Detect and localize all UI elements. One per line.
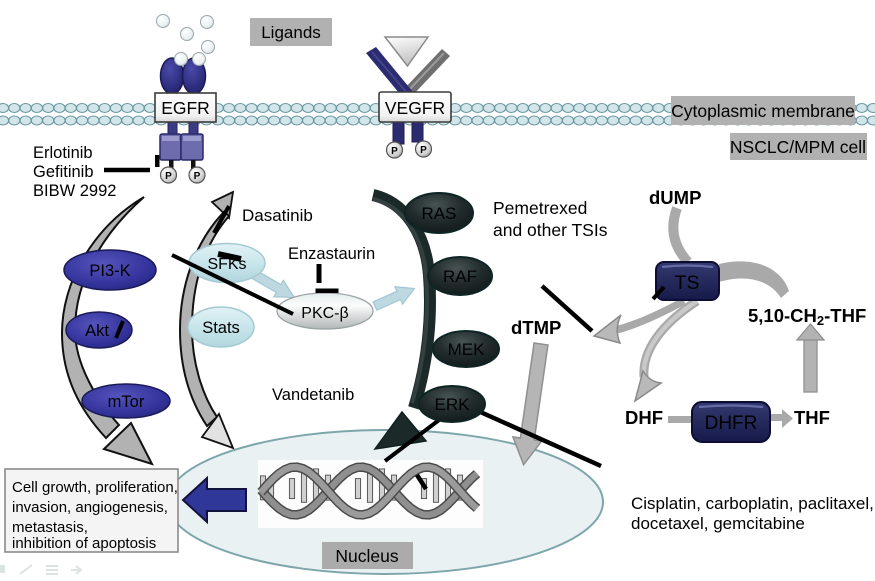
svg-text:inhibition of apoptosis: inhibition of apoptosis <box>12 535 156 552</box>
svg-text:Nucleus: Nucleus <box>335 546 398 566</box>
svg-text:RAF: RAF <box>443 267 477 286</box>
svg-text:TS: TS <box>675 272 700 294</box>
svg-text:NSCLC/MPM cell: NSCLC/MPM cell <box>730 137 866 157</box>
svg-text:docetaxel, gemcitabine: docetaxel, gemcitabine <box>631 514 805 533</box>
svg-text:Stats: Stats <box>202 319 240 337</box>
svg-text:PI3-K: PI3-K <box>89 262 130 280</box>
svg-text:EGFR: EGFR <box>161 98 210 118</box>
svg-text:ERK: ERK <box>435 395 471 414</box>
svg-text:Cisplatin, carboplatin, paclit: Cisplatin, carboplatin, paclitaxel, <box>631 494 874 513</box>
svg-text:RAS: RAS <box>422 204 457 223</box>
svg-text:VEGFR: VEGFR <box>385 98 445 118</box>
svg-text:invasion, angiogenesis,: invasion, angiogenesis, <box>12 499 168 516</box>
svg-text:Ligands: Ligands <box>261 23 321 42</box>
svg-text:dTMP: dTMP <box>511 317 561 338</box>
svg-text:Dasatinib: Dasatinib <box>242 206 313 225</box>
svg-text:dUMP: dUMP <box>649 187 701 208</box>
svg-text:P: P <box>194 171 201 182</box>
svg-text:DHFR: DHFR <box>705 413 758 434</box>
svg-text:P: P <box>165 171 172 182</box>
svg-text:MEK: MEK <box>448 340 486 359</box>
svg-text:Vandetanib: Vandetanib <box>272 386 354 404</box>
svg-text:P: P <box>391 146 398 157</box>
svg-text:Cell growth, proliferation,: Cell growth, proliferation, <box>12 479 178 496</box>
svg-text:Akt: Akt <box>85 322 109 340</box>
svg-text:BIBW 2992: BIBW 2992 <box>33 182 116 200</box>
svg-text:DHF: DHF <box>625 407 663 428</box>
svg-text:mTor: mTor <box>108 393 145 411</box>
svg-text:Cytoplasmic membrane: Cytoplasmic membrane <box>671 101 855 121</box>
svg-text:Gefitinib: Gefitinib <box>33 163 94 181</box>
svg-text:Pemetrexed: Pemetrexed <box>493 198 587 218</box>
svg-text:metastasis,: metastasis, <box>12 519 88 536</box>
svg-text:PKC-β: PKC-β <box>301 305 348 322</box>
svg-text:5,10-CH2-THF: 5,10-CH2-THF <box>748 305 866 328</box>
svg-text:P: P <box>420 145 427 156</box>
svg-text:THF: THF <box>794 407 830 428</box>
svg-text:Erlotinib: Erlotinib <box>33 144 93 162</box>
svg-text:Enzastaurin: Enzastaurin <box>288 245 375 263</box>
svg-text:and other TSIs: and other TSIs <box>493 220 608 240</box>
